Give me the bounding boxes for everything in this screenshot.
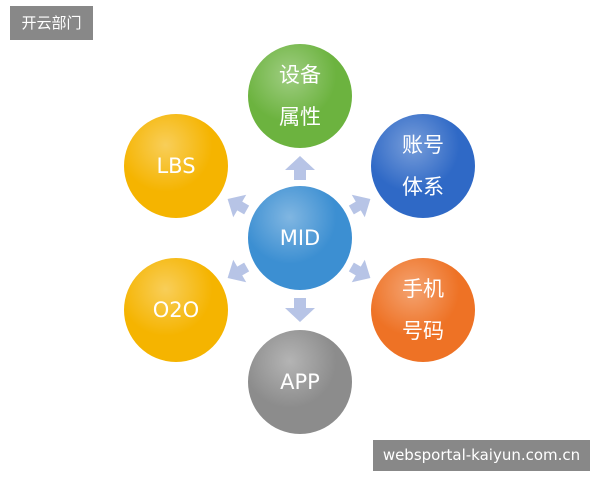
node-bottom-left-label: O2O: [152, 298, 200, 322]
node-top-label: 设备 属性: [250, 54, 350, 138]
node-top-right-label: 账号 体系: [373, 124, 473, 208]
node-bottom: [248, 330, 352, 434]
node-center-label: MID: [279, 226, 321, 250]
arrow-up-left: [227, 194, 250, 218]
node-top-right-line-1: 账号: [402, 133, 444, 157]
node-bottom-shine: [248, 330, 352, 434]
node-top-right: [371, 114, 475, 218]
node-top-line-2: 属性: [279, 105, 321, 129]
watermark-bottom-right: websportal-kaiyun.com.cn: [373, 440, 590, 471]
node-top-line-1: 设备: [279, 63, 321, 87]
arrow-up: [285, 156, 315, 180]
node-bottom-right-shine: [371, 258, 475, 362]
arrow-up-right: [348, 194, 371, 218]
node-top: [248, 44, 352, 148]
node-bottom-right-line-2: 号码: [402, 319, 444, 343]
node-top-left-label: LBS: [156, 154, 196, 178]
node-bottom-right-line-1: 手机: [402, 277, 444, 301]
node-top-left: [124, 114, 228, 218]
node-bottom-right: [371, 258, 475, 362]
node-bottom-left: [124, 258, 228, 362]
node-center-shine: [248, 186, 352, 290]
watermark-top-left: 开云部门: [10, 6, 93, 40]
arrow-down-left: [227, 259, 250, 283]
node-bottom-right-label: 手机 号码: [373, 268, 473, 352]
node-top-shine: [248, 44, 352, 148]
node-top-right-shine: [371, 114, 475, 218]
node-bottom-label: APP: [280, 370, 320, 394]
arrow-down-right: [348, 259, 371, 283]
node-bottom-left-shine: [124, 258, 228, 362]
arrow-down: [285, 298, 315, 322]
node-top-left-shine: [124, 114, 228, 218]
node-top-right-line-2: 体系: [402, 175, 444, 199]
node-center: [248, 186, 352, 290]
arrows: [227, 156, 371, 322]
